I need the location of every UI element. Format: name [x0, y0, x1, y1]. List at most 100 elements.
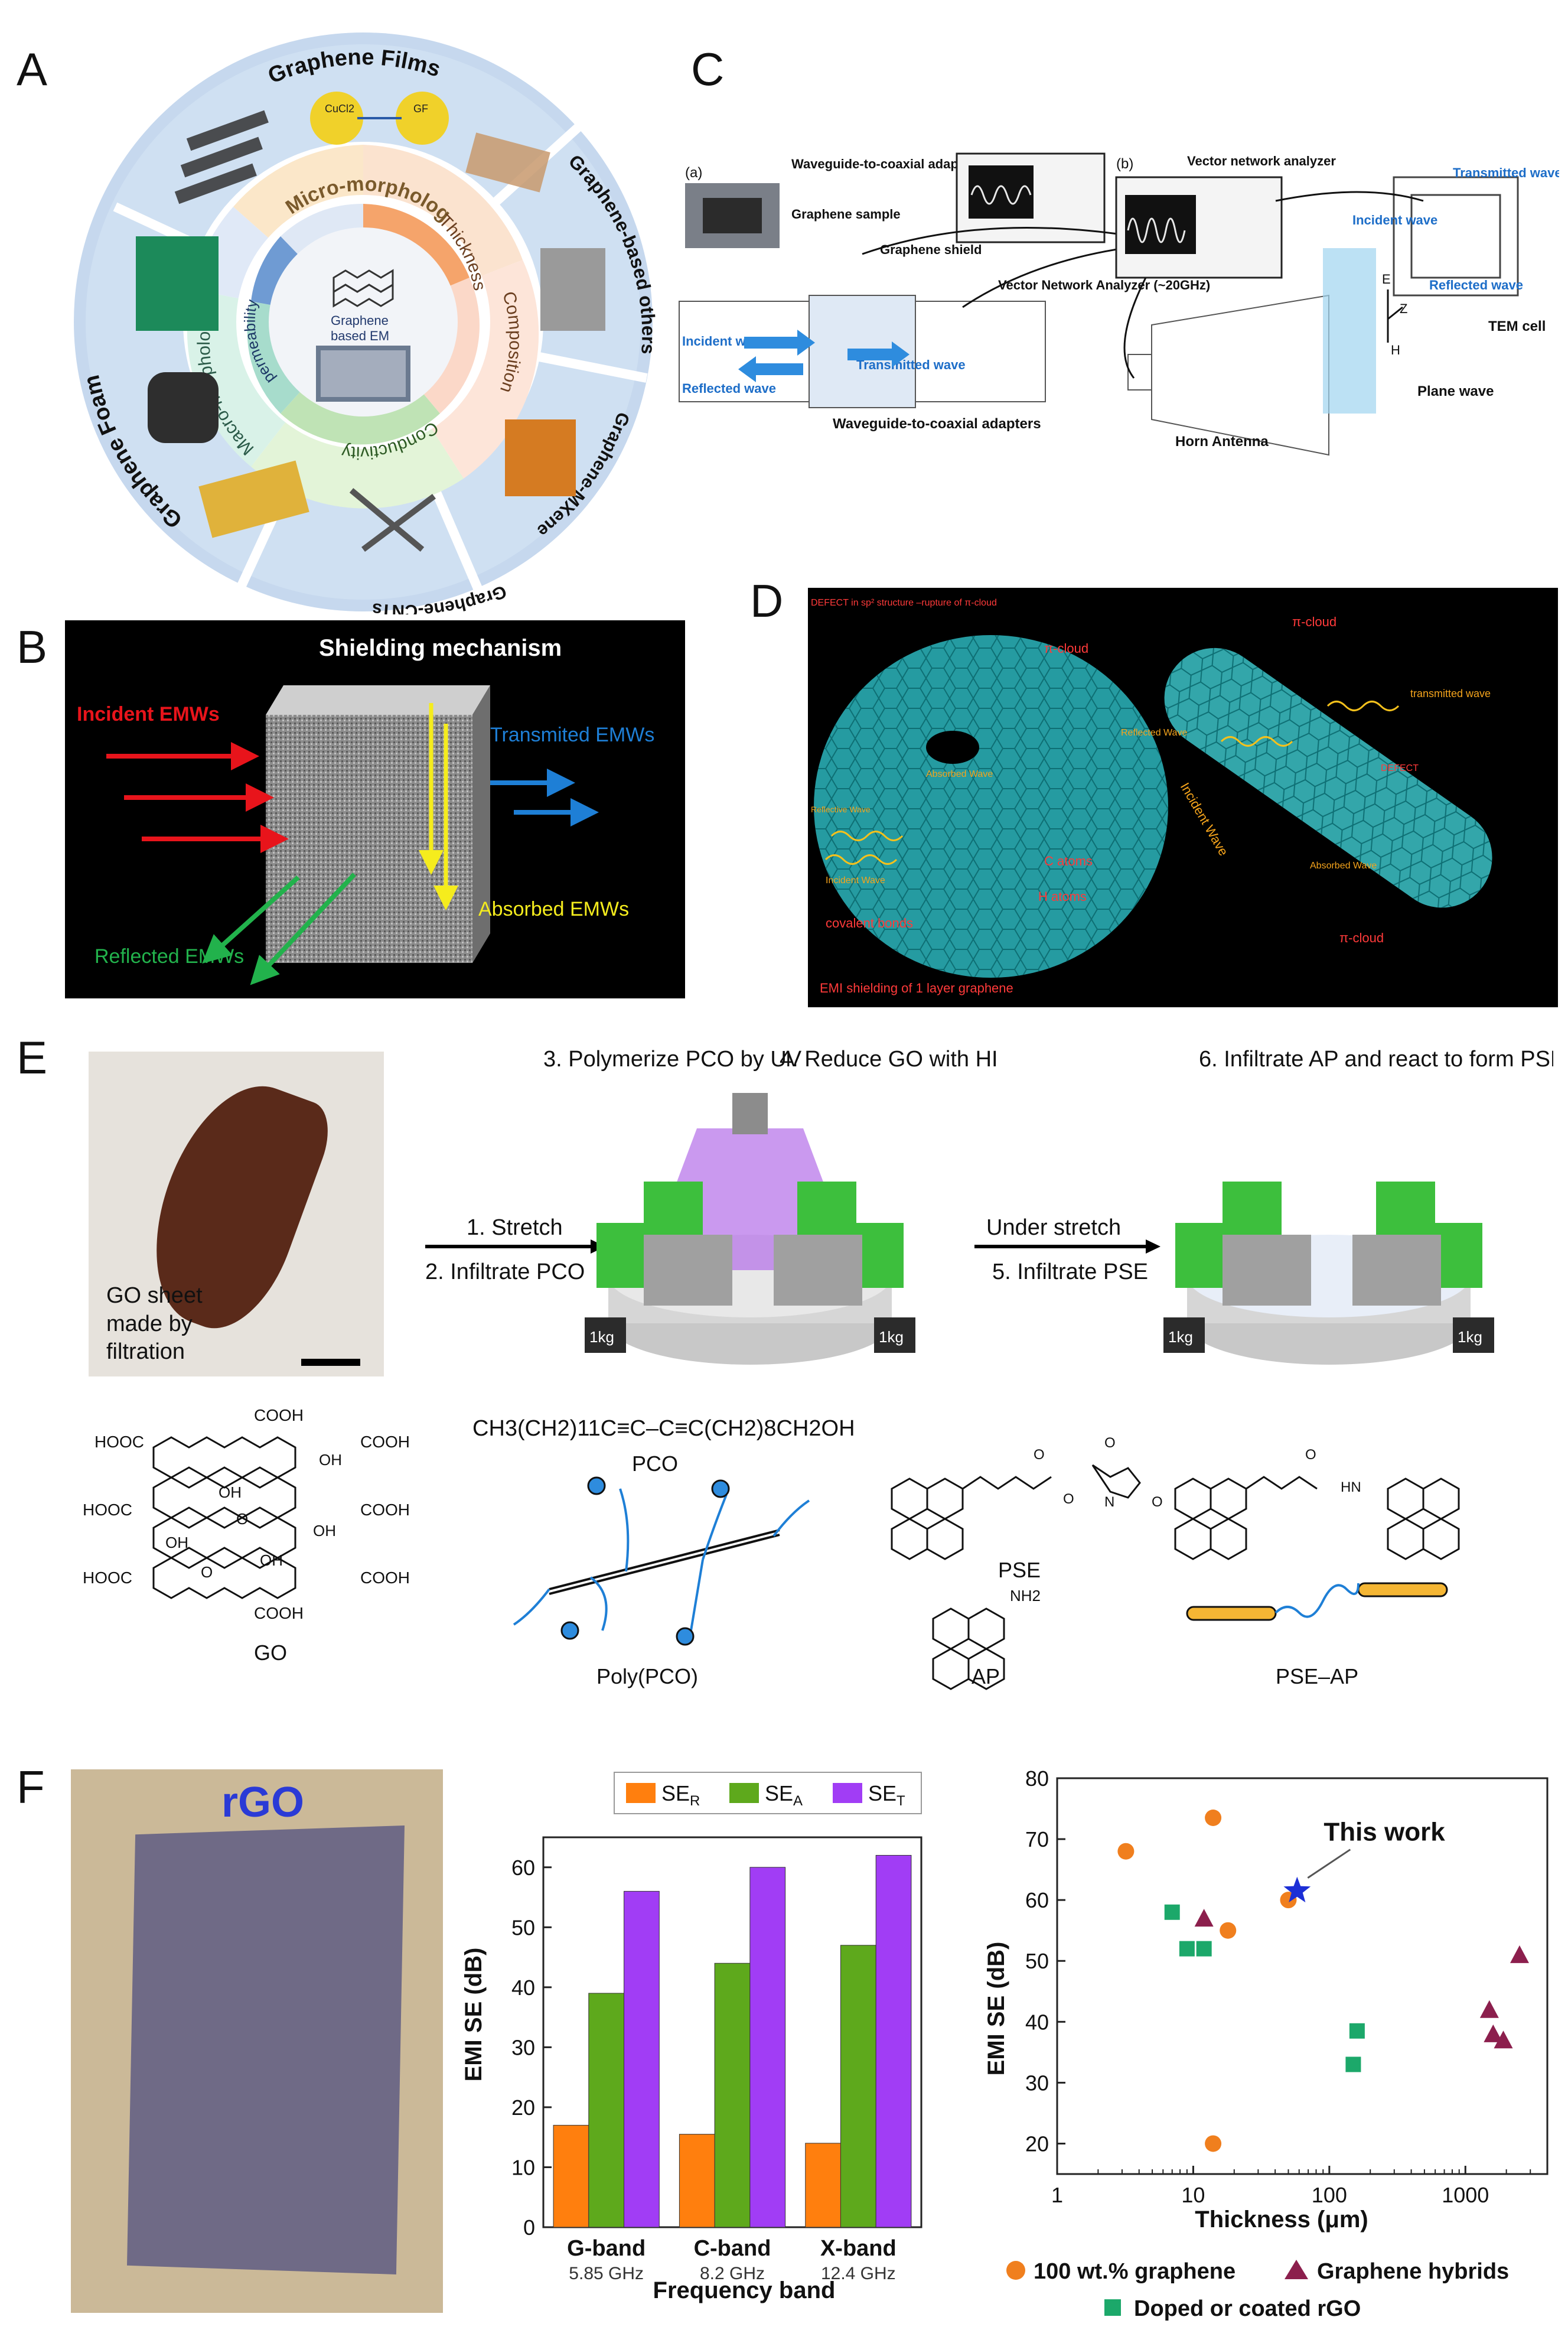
pi-cloud-top: π-cloud	[1292, 614, 1336, 629]
annotation-this-work: This work	[1323, 1818, 1445, 1847]
absorbed-arrows	[419, 703, 458, 910]
go-o-2: O	[201, 1563, 213, 1581]
legend-hybrids: Graphene hybrids	[1317, 2259, 1509, 2284]
go-o-1: O	[236, 1510, 248, 1528]
defect-note: DEFECT in sp² structure –rupture of π-cl…	[811, 598, 997, 608]
bar-ytick-label: 0	[523, 2215, 535, 2240]
defect-right: DEFECT	[1381, 763, 1419, 773]
bar-legend-swatch	[729, 1783, 759, 1803]
bar-g-band-se-t	[624, 1890, 660, 2228]
scatter-ytick-label: 50	[1025, 1949, 1049, 1973]
point-graphene-hybrids	[1479, 2000, 1499, 2018]
pco-label: PCO	[632, 1452, 678, 1476]
pse-label: PSE	[998, 1558, 1041, 1582]
inset-cucl2: CuCl2	[325, 103, 354, 115]
step-6: 6. Infiltrate AP and react to form PSE–A…	[1199, 1047, 1553, 1072]
reflected-arrows	[202, 873, 356, 985]
poly-pco-structure	[513, 1476, 810, 1646]
plane-wave-label: Plane wave	[1417, 383, 1494, 399]
go-cooh-3: COOH	[360, 1568, 410, 1587]
legend-graphene: 100 wt.% graphene	[1034, 2259, 1236, 2284]
horn-antenna	[1127, 294, 1329, 456]
tem-cell-label: TEM cell	[1488, 318, 1546, 334]
bar-g-band-se-r	[553, 2124, 589, 2228]
transmitted-wave-right: transmitted wave	[1410, 688, 1491, 699]
bar-c-band-se-t	[749, 1867, 786, 2228]
legend-marker-hybrids	[1285, 2260, 1308, 2279]
weight-4: 1kg	[1458, 1328, 1482, 1346]
bar-category-label: C-band	[694, 2236, 771, 2261]
black-foam-illustration	[148, 372, 219, 443]
bar-x-band-se-t	[875, 1854, 912, 2228]
green-foam-illustration	[136, 236, 219, 331]
absorbed-label: Absorbed EMWs	[478, 898, 629, 920]
reflective-wave-label: Reflective Wave	[811, 805, 871, 814]
scatter-ylabel: EMI SE (dB)	[983, 1942, 1009, 2076]
go-cooh-2: COOH	[360, 1501, 410, 1519]
wave-lines	[824, 701, 1400, 865]
point-100-wt-graphene	[1205, 1810, 1222, 1826]
go-oh-2: OH	[219, 1483, 242, 1501]
scatter-ytick-label: 70	[1025, 1827, 1049, 1851]
photo-caption: GO sheet made by filtration	[106, 1283, 203, 1364]
absorbed-wave-left: Absorbed Wave	[926, 769, 993, 779]
pi-cloud-left: π-cloud	[1044, 641, 1088, 656]
caption: EMI shielding of 1 layer graphene	[820, 981, 1013, 995]
bar-legend-swatch	[833, 1783, 862, 1803]
pse-o-2: O	[1063, 1491, 1074, 1507]
bar-x-band-se-r	[805, 2143, 841, 2228]
incident-wave-right: Incident Wave	[1178, 780, 1231, 858]
go-sheet-photo: GO sheet made by filtration	[89, 1052, 384, 1376]
block-side	[472, 685, 490, 963]
step-3: 3. Polymerize PCO by UV	[543, 1047, 802, 1072]
bar-legend-swatch	[626, 1783, 656, 1803]
weight-3: 1kg	[1168, 1328, 1193, 1346]
bar-category-sublabel: 5.85 GHz	[569, 2264, 644, 2283]
weight-1: 1kg	[589, 1328, 614, 1346]
scatter-ytick-label: 80	[1025, 1766, 1049, 1791]
ap-nh2: NH2	[1010, 1587, 1041, 1605]
go-hooc-1: HOOC	[94, 1433, 144, 1451]
inset-gf: GF	[413, 103, 428, 115]
rgo-label: rGO	[221, 1779, 305, 1826]
annotation-arrow	[1307, 1849, 1351, 1879]
weight-2: 1kg	[879, 1328, 904, 1346]
panel-e: GO sheet made by filtration 1. Stretch 2…	[65, 1040, 1553, 1737]
go-cooh-bottom: COOH	[254, 1604, 304, 1622]
waveguide-top-label: Waveguide-to-coaxial adapters	[791, 157, 982, 171]
incident-label: Incident EMWs	[77, 703, 220, 725]
rgo-photo: rGO	[71, 1769, 443, 2313]
bar-c-band-se-r	[679, 2134, 715, 2228]
go-hooc-2: HOOC	[83, 1501, 132, 1519]
h-atoms-label: H atoms	[1038, 889, 1087, 904]
graphene-ribbon-right	[1164, 647, 1492, 908]
pse-n: N	[1104, 1494, 1114, 1510]
scatter-legend: 100 wt.% graphene Graphene hybrids Doped…	[1006, 2259, 1509, 2321]
bar-c-band-se-a	[714, 1963, 751, 2228]
bar-category-label: G-band	[567, 2236, 646, 2261]
scatter-xlabel: Thickness (μm)	[1195, 2207, 1368, 2233]
bar-g-band-se-a	[588, 1993, 625, 2228]
reflected-label: Reflected EMWs	[94, 945, 244, 968]
go-cooh-1: COOH	[360, 1433, 410, 1451]
pseap-o: O	[1305, 1447, 1316, 1463]
transmitted-b-label: Transmitted wave	[1453, 165, 1559, 180]
scatter-ytick-label: 60	[1025, 1888, 1049, 1912]
incident-arrows	[106, 742, 289, 853]
pi-cloud-bottom: π-cloud	[1339, 930, 1384, 945]
graphene-shield-label: Graphene shield	[880, 242, 982, 257]
pseap-hn: HN	[1341, 1479, 1361, 1495]
c-atoms-label: C atoms	[1044, 854, 1093, 868]
bar-ytick-label: 10	[511, 2155, 535, 2179]
legend-marker-doped	[1104, 2299, 1121, 2316]
panel-label-e: E	[17, 1031, 48, 1083]
pse-ap-label: PSE–AP	[1276, 1664, 1358, 1688]
scatter-ytick-label: 40	[1025, 2010, 1049, 2034]
legend-doped: Doped or coated rGO	[1134, 2296, 1361, 2321]
stretcher-device-uv: 1kg 1kg	[585, 1093, 915, 1365]
bar-legend-box	[614, 1772, 922, 1814]
label-b: (b)	[1116, 156, 1133, 172]
panel-label-c: C	[691, 43, 725, 95]
axes-icon	[1387, 289, 1403, 343]
